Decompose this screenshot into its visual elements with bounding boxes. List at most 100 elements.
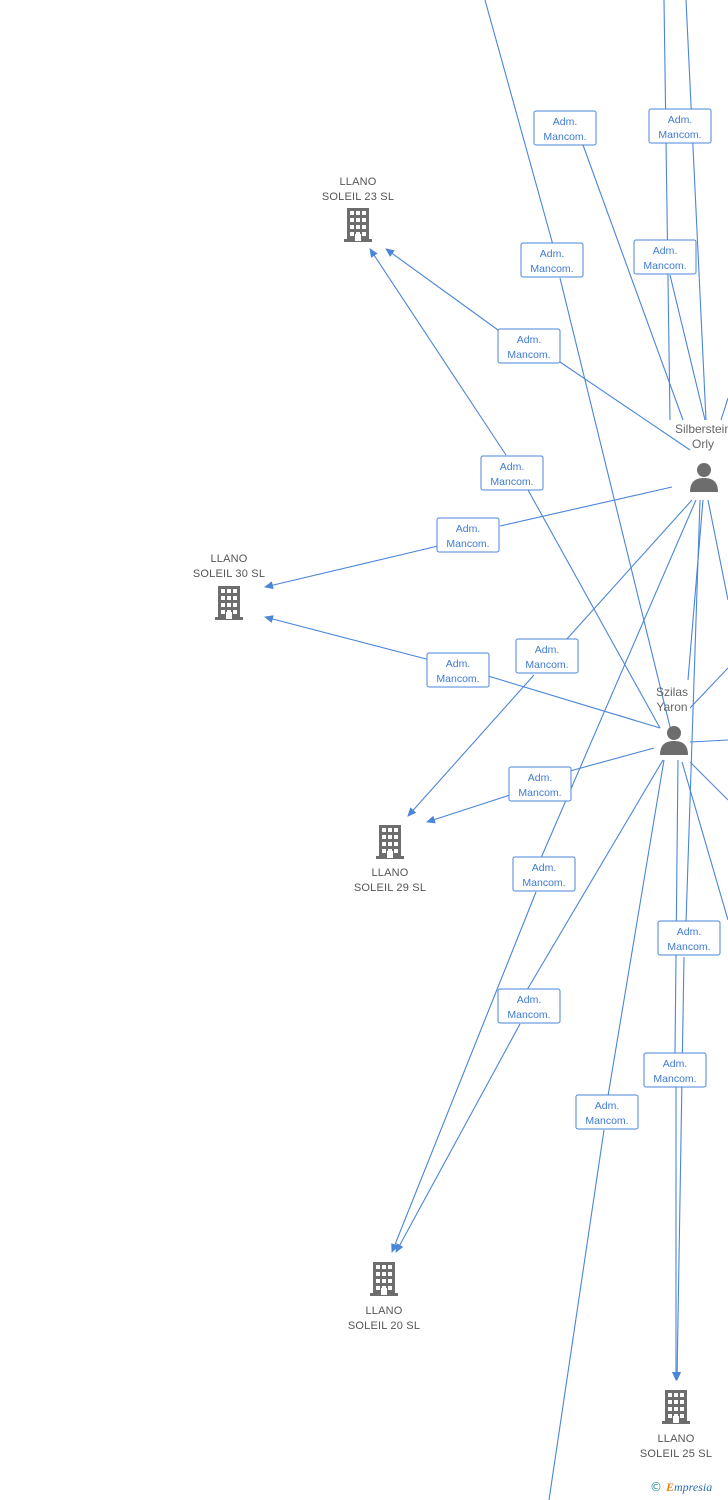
building-icon (662, 1390, 690, 1424)
relation-label-line1: Adm. (532, 862, 557, 874)
relation-edge (607, 759, 665, 1097)
relation-edge (559, 361, 691, 451)
company-name-line1: LLANO (339, 176, 376, 188)
company-node-llano-soleil-20[interactable]: LLANO SOLEIL 20 SL (348, 1262, 420, 1332)
relation-label[interactable]: Adm. Mancom. (633, 239, 697, 275)
relation-label-line2: Mancom. (543, 131, 586, 143)
relation-edge (582, 144, 684, 421)
relation-label-line2: Mancom. (507, 349, 550, 361)
relation-label[interactable]: Adm. Mancom. (436, 517, 500, 553)
person-node-silberstein-orly[interactable]: Silberstein Orly (675, 422, 728, 492)
brand-logo-initial: E (666, 1480, 675, 1494)
relation-edge (526, 759, 664, 991)
relation-label-line2: Mancom. (446, 538, 489, 550)
building-icon (215, 586, 243, 620)
person-icon (690, 463, 718, 492)
company-node-llano-soleil-25[interactable]: LLANO SOLEIL 25 SL (640, 1390, 712, 1460)
relation-label[interactable]: Adm. Mancom. (426, 652, 490, 688)
relation-edge (407, 674, 535, 817)
relation-label[interactable]: Adm.Mancom. (480, 455, 544, 491)
relation-label[interactable]: Adm. Mancom. (515, 638, 579, 674)
relation-edge (395, 1023, 521, 1253)
relation-edge (385, 248, 499, 331)
relation-label-line1: Adm. (535, 644, 560, 656)
relation-label-line1: Adm. (456, 523, 481, 535)
relation-label[interactable]: Adm.Mancom. (520, 242, 584, 278)
relation-label-line1: Adm. (540, 248, 565, 260)
relation-label[interactable]: Adm. Mancom. (497, 988, 561, 1024)
relation-edge (669, 274, 706, 421)
footer-brand[interactable]: © Empresia (650, 1480, 712, 1495)
relation-edge (548, 1129, 605, 1500)
edges (264, 0, 728, 1500)
relation-label-line1: Adm. (668, 114, 693, 126)
relation-edge (720, 397, 728, 421)
relation-label[interactable]: Adm.Mancom. (497, 328, 561, 364)
relation-label-line2: Mancom. (525, 659, 568, 671)
relation-label-line2: Mancom. (643, 260, 686, 272)
relation-label-line2: Mancom. (522, 877, 565, 889)
brand-logo-name: mpresia (674, 1480, 713, 1494)
relation-label[interactable]: Adm. Mancom. (512, 856, 576, 892)
relation-label-line2: Mancom. (667, 941, 710, 953)
relation-label-line2: Mancom. (658, 129, 701, 141)
copyright-symbol: © (650, 1480, 662, 1494)
person-name-line2: Yaron (656, 700, 687, 714)
relation-label-line1: Adm. (595, 1100, 620, 1112)
relation-edge (391, 891, 537, 1253)
company-name-line1: LLANO (210, 553, 247, 565)
building-icon (376, 825, 404, 859)
relation-edge (559, 277, 673, 736)
relation-label[interactable]: Adm.Mancom. (508, 766, 572, 802)
relation-label[interactable]: Adm. Mancom. (643, 1052, 707, 1088)
relation-label-line1: Adm. (663, 1058, 688, 1070)
relation-edge (689, 761, 728, 801)
relation-edge (540, 499, 697, 859)
company-name-line1: LLANO (365, 1305, 402, 1317)
relation-edge (685, 0, 707, 421)
company-name-line2: SOLEIL 29 SL (354, 882, 426, 894)
relation-label-line2: Mancom. (436, 673, 479, 685)
building-icon (344, 208, 372, 242)
relation-edge (681, 761, 728, 921)
relation-label-line2: Mancom. (518, 787, 561, 799)
relation-label-line1: Adm. (517, 994, 542, 1006)
relation-label-line2: Mancom. (653, 1073, 696, 1085)
person-name-line2: Orly (692, 437, 714, 451)
relation-edge (689, 667, 728, 709)
company-name-line2: SOLEIL 25 SL (640, 1448, 712, 1460)
edge-labels: Adm. Mancom. Adm. Mancom. Adm. Mancom. Adm. Man… (426, 108, 721, 1130)
person-node-szilas-yaron[interactable]: Szilas Yaron (656, 685, 688, 755)
relation-edge (369, 248, 507, 456)
relation-edge (484, 0, 554, 246)
person-icon (660, 726, 688, 755)
relation-label[interactable]: Adm.Mancom. (657, 920, 721, 956)
relation-label[interactable]: Adm. Mancom. (533, 110, 597, 146)
company-node-llano-soleil-29[interactable]: LLANO SOLEIL 29 SL (354, 825, 426, 894)
relation-edge (565, 499, 693, 641)
relation-edge (689, 739, 728, 743)
relation-edge (499, 486, 673, 527)
company-node-llano-soleil-23[interactable]: LLANO SOLEIL 23 SL (322, 176, 394, 242)
relation-edge (426, 794, 511, 824)
relation-label-line2: Mancom. (507, 1009, 550, 1021)
company-name-line1: LLANO (657, 1433, 694, 1445)
relation-edge (687, 499, 704, 681)
relation-edge (569, 747, 655, 772)
person-name-line1: Szilas (656, 685, 688, 699)
company-node-llano-soleil-30[interactable]: LLANO SOLEIL 30 SL (193, 553, 265, 620)
relation-label-line1: Adm. (500, 461, 525, 473)
person-name-line1: Silberstein (675, 422, 728, 436)
relation-label-line1: Adm. (653, 245, 678, 257)
relation-edge (264, 615, 431, 661)
relation-edge (663, 0, 671, 421)
relation-edge (707, 499, 728, 601)
company-name-line1: LLANO (371, 867, 408, 879)
building-icon (370, 1262, 398, 1296)
relation-label[interactable]: Adm. Mancom. (648, 108, 712, 144)
relation-label-line1: Adm. (446, 658, 471, 670)
relation-label-line1: Adm. (553, 116, 578, 128)
relation-label[interactable]: Adm.Mancom. (575, 1094, 639, 1130)
relation-edge (673, 956, 685, 1381)
